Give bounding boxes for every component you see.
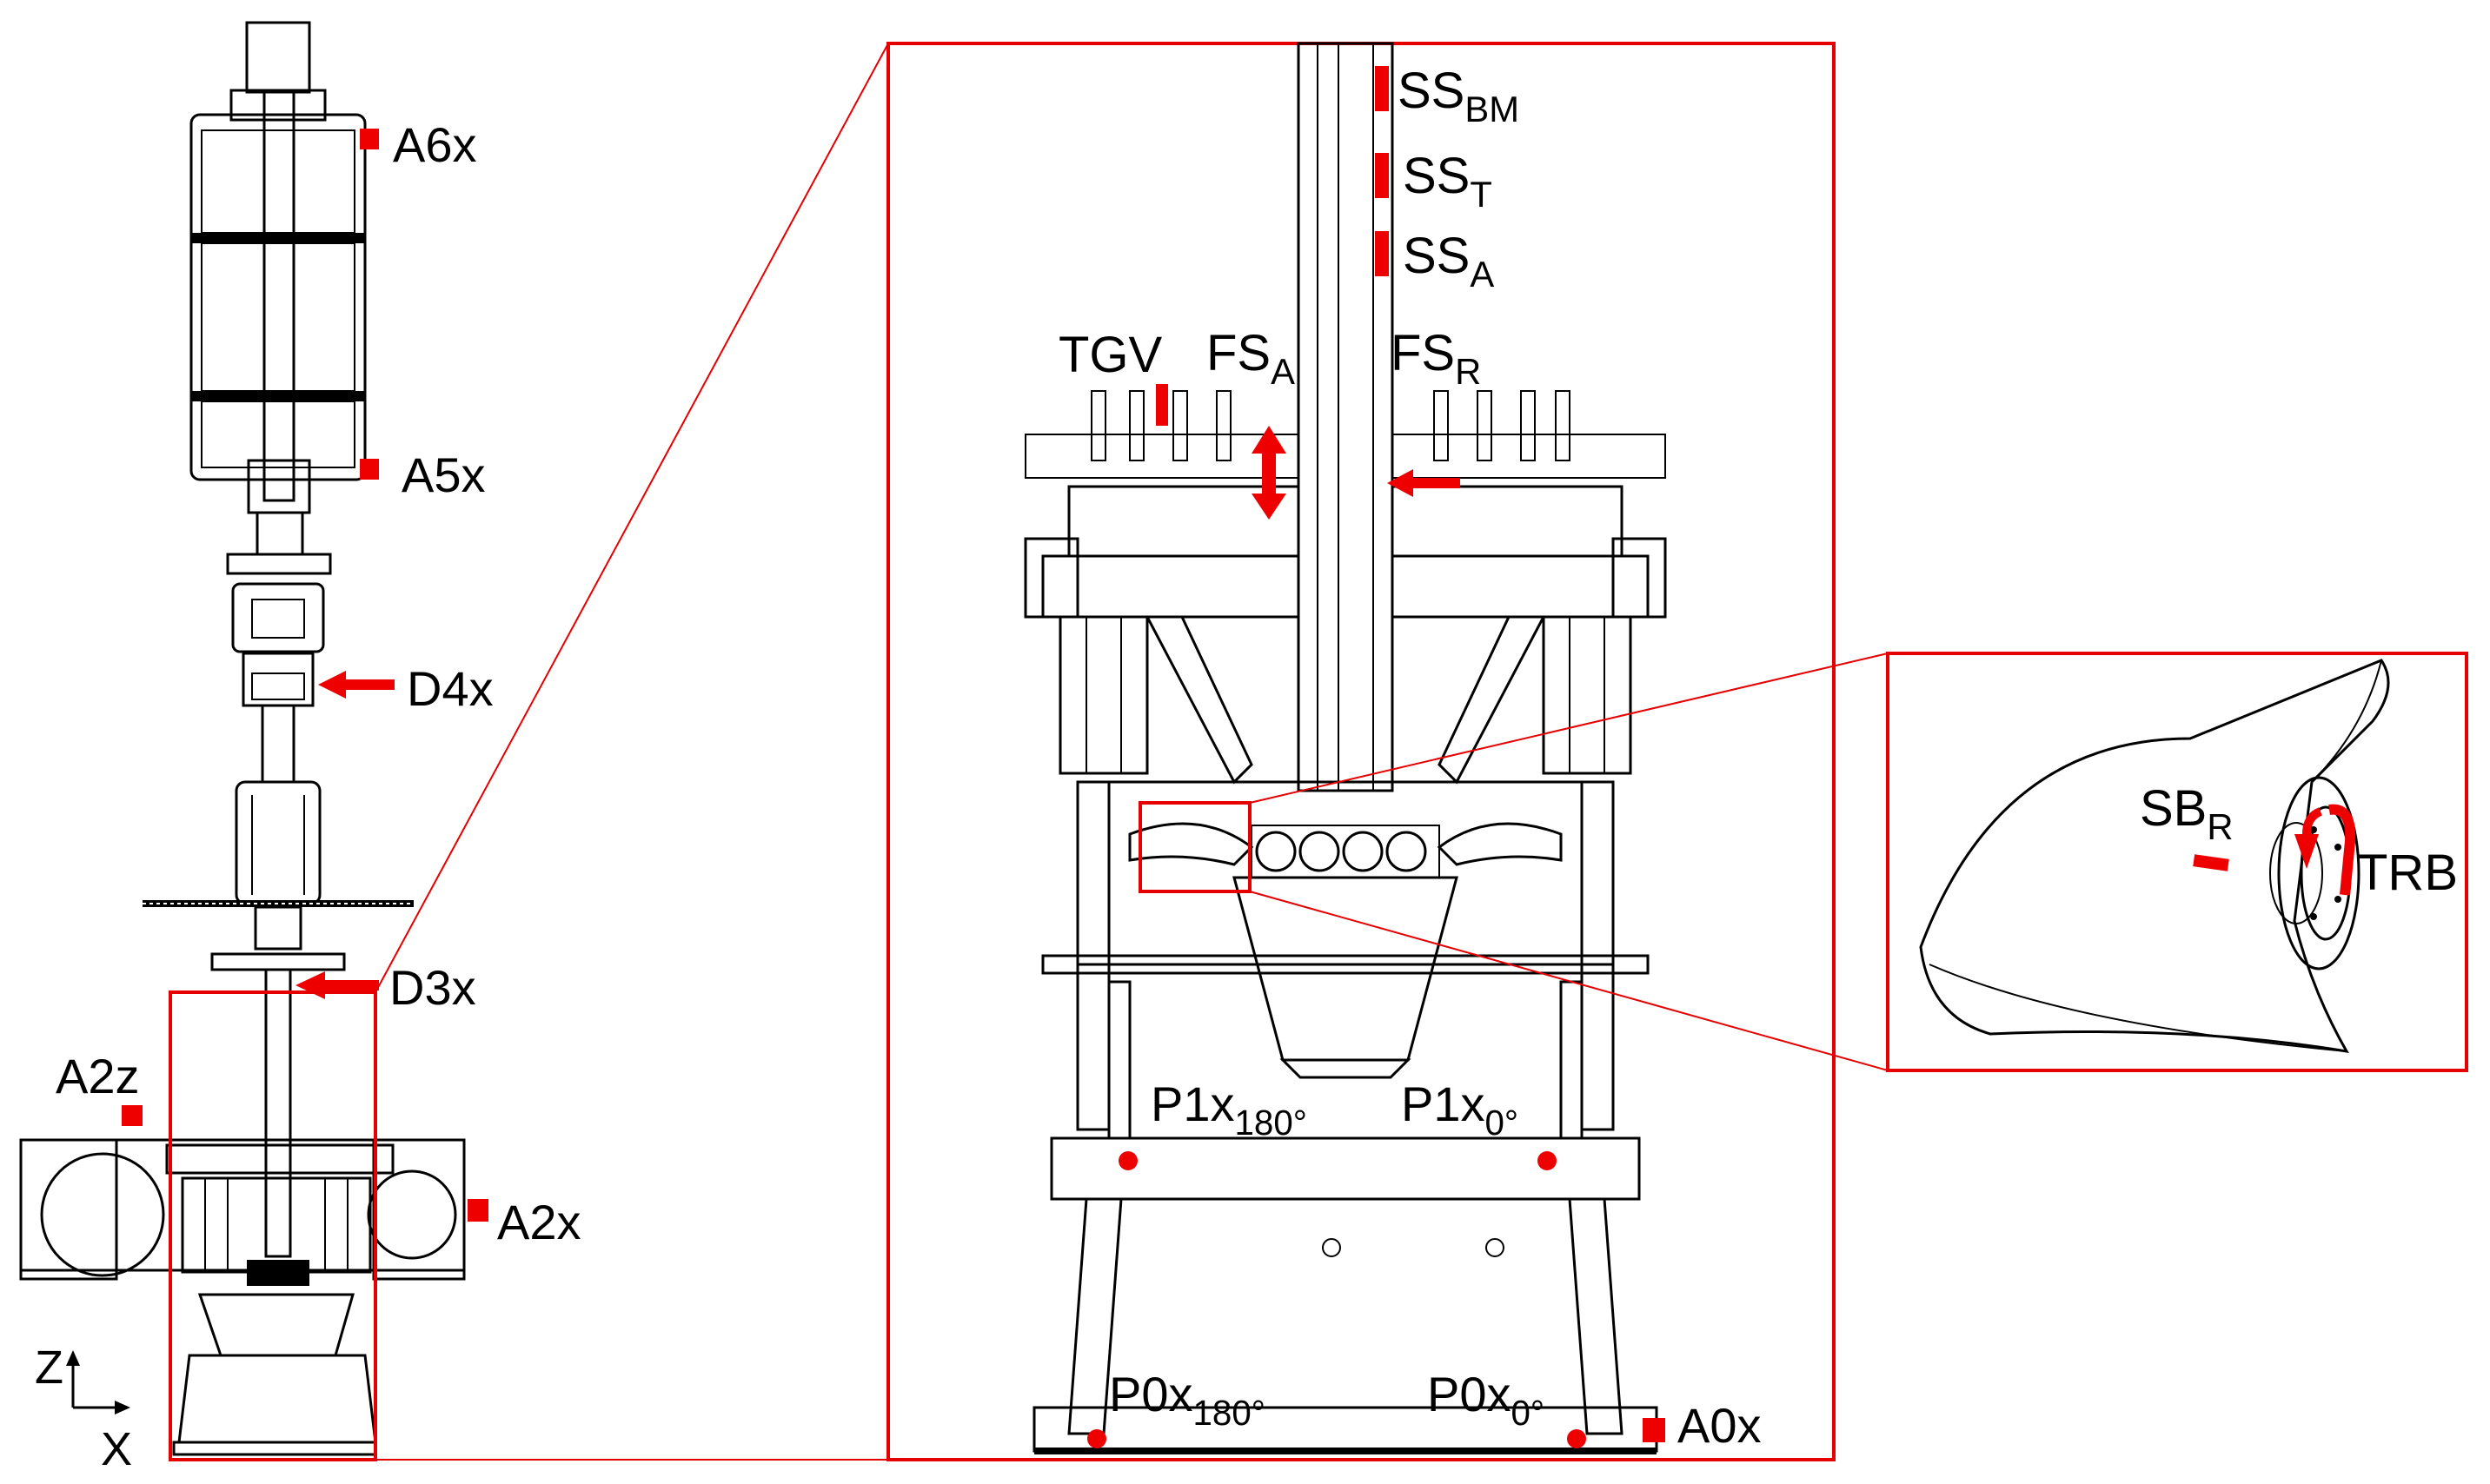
sensor-marker-ss-a: [1375, 231, 1389, 276]
sensor-marker-ss-bm: [1375, 66, 1389, 111]
label-a2z: A2z: [56, 1049, 140, 1103]
label-tgv: TGV: [1059, 327, 1163, 383]
sensor-dot-p1x-0: [1537, 1151, 1557, 1170]
label-a0x: A0x: [1677, 1398, 1762, 1453]
detail-frame-runner-blade: [1886, 652, 2468, 1072]
label-ss-a: SSA: [1403, 228, 1494, 295]
arrow-fs-r: [1387, 469, 1460, 497]
label-a2x: A2x: [497, 1195, 581, 1249]
label-p0x-180: P0x180°: [1109, 1367, 1265, 1433]
label-trb: TRB: [2357, 845, 2458, 901]
sensor-dot-p1x-180: [1119, 1151, 1138, 1170]
sensor-dot-p0x-0: [1567, 1429, 1586, 1448]
sensor-marker-sb-r: [2193, 854, 2229, 871]
label-fs-r: FSR: [1391, 325, 1481, 392]
arrow-d4x: [318, 671, 395, 699]
sensor-marker-ss-t: [1375, 153, 1389, 198]
zoom-frame-pump: [169, 990, 377, 1461]
arrow-fs-a: [1252, 426, 1286, 520]
zoom-connector-blade-bottom: [1249, 891, 1889, 1071]
sensor-marker-a5x: [360, 459, 379, 480]
axis-indicator: [66, 1350, 130, 1414]
sensor-marker-a2x: [468, 1199, 488, 1222]
sensor-marker-a0x: [1643, 1418, 1665, 1442]
detail-frame-pump-section: [886, 42, 1836, 1461]
axis-label-z: Z: [35, 1342, 63, 1394]
label-p1x-180: P1x180°: [1151, 1077, 1307, 1143]
label-fs-a: FSA: [1206, 325, 1295, 392]
arrow-trb: [2294, 804, 2356, 896]
zoom-frame-runner-blade: [1139, 801, 1252, 893]
label-p1x-0: P1x0°: [1401, 1077, 1518, 1143]
pump-section-drawing: [1024, 42, 1667, 1454]
rig-overview-drawing: [19, 21, 466, 1456]
label-ss-t: SST: [1403, 148, 1492, 215]
label-a6x: A6x: [393, 117, 477, 172]
zoom-connector-top: [375, 43, 889, 993]
sensor-dot-p0x-180: [1087, 1429, 1106, 1448]
label-p0x-0: P0x0°: [1427, 1367, 1544, 1433]
sensor-marker-a6x: [360, 129, 379, 149]
axis-label-x: X: [101, 1423, 132, 1475]
arrow-d3x: [295, 971, 379, 999]
label-sb-r: SBR: [2140, 780, 2234, 847]
label-d3x: D3x: [389, 960, 476, 1015]
label-ss-bm: SSBM: [1398, 63, 1519, 129]
label-a5x: A5x: [402, 447, 486, 502]
sensor-marker-tgv: [1156, 384, 1168, 426]
sensor-marker-a2z: [122, 1105, 143, 1126]
runner-blade-drawing: [1919, 659, 2390, 1053]
zoom-connector-blade-top: [1249, 653, 1889, 804]
label-d4x: D4x: [407, 661, 494, 716]
